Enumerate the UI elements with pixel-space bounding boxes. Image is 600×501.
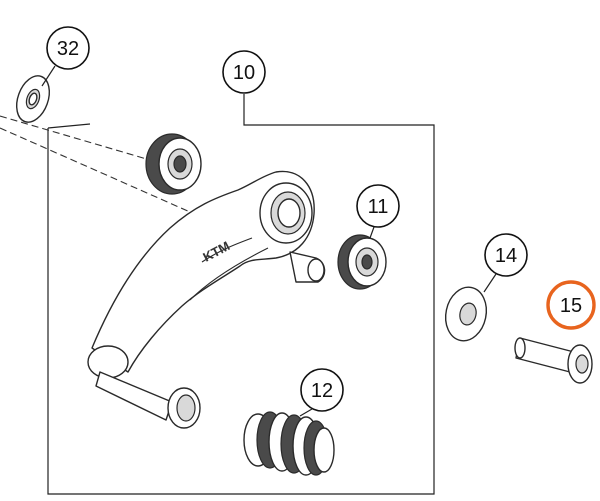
shift-lever-10: KTM: [87, 170, 326, 429]
alignment-axis: [0, 115, 191, 213]
callout-10: 10: [222, 50, 266, 94]
spring-12: [243, 411, 335, 476]
bearing-upper: [145, 133, 202, 195]
assembly-frame: [47, 94, 435, 495]
callout-32: 32: [41, 26, 90, 87]
callout-12-label: 12: [311, 380, 333, 402]
callout-32-label: 32: [57, 38, 79, 60]
callout-15-label: 15: [560, 295, 582, 317]
callout-11-label: 11: [368, 196, 389, 218]
callout-11: 11: [356, 184, 400, 239]
callout-14-label: 14: [495, 245, 517, 267]
bearing-11: [337, 234, 387, 290]
callout-12: 12: [299, 368, 344, 417]
washer-14: [444, 286, 488, 342]
screw-15: [514, 337, 593, 384]
washer-32: [15, 75, 51, 123]
callout-15: 15: [546, 280, 596, 330]
callout-14: 14: [483, 233, 528, 293]
callout-10-label: 10: [233, 62, 255, 84]
